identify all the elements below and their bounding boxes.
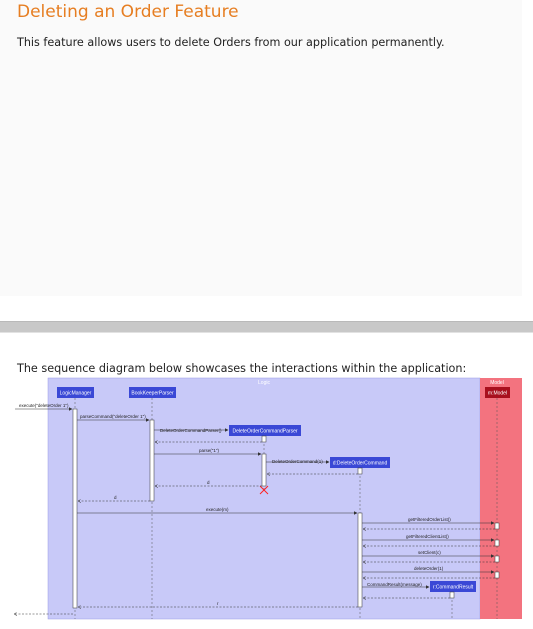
activation-book-keeper-parser xyxy=(149,419,155,502)
logic-frame xyxy=(47,377,481,620)
logic-frame-label: Logic xyxy=(258,380,270,386)
feature-description: This feature allows users to delete Orde… xyxy=(17,36,445,49)
message-get-filtered-client-list-label: getFilteredClientList() xyxy=(406,534,449,539)
participant-command-result-box xyxy=(430,581,476,592)
sequence-intro-text: The sequence diagram below showcases the… xyxy=(17,362,467,375)
section-divider xyxy=(0,321,533,333)
message-return-d-1-label: d xyxy=(207,480,210,485)
activation-logic-manager xyxy=(72,408,78,609)
activation-command-result xyxy=(449,591,455,599)
message-parse-command-label: parseCommand("deleteOrder 1") xyxy=(80,414,146,419)
message-execute-m-label: execute(m) xyxy=(206,507,229,512)
message-create-command-label: DeleteOrderCommand(1) xyxy=(272,459,323,464)
content-panel-top xyxy=(0,0,522,296)
participant-delete-order-command-parser-label: DeleteOrderCommandParser xyxy=(232,429,297,435)
model-frame xyxy=(480,378,522,619)
participant-logic-manager-label: LogicManager xyxy=(60,391,92,397)
participant-model-box xyxy=(485,387,510,398)
participant-command-result-label: r:CommandResult xyxy=(433,585,474,591)
model-frame-label: Model xyxy=(490,380,504,386)
activation-delete-order-command-parser xyxy=(261,435,267,443)
participant-logic-manager-box xyxy=(57,387,94,398)
activation-delete-order-command-execute xyxy=(357,512,363,608)
participant-model-label: m:Model xyxy=(488,391,507,397)
page-title: Deleting an Order Feature xyxy=(17,2,239,22)
message-get-filtered-order-list-label: getFilteredOrderList() xyxy=(408,517,451,522)
message-parse-label: parse("1") xyxy=(199,448,219,453)
participant-delete-order-command-box xyxy=(330,457,390,468)
activation-model-4 xyxy=(494,571,500,579)
participant-book-keeper-parser-box xyxy=(129,387,176,398)
activation-model-3 xyxy=(494,555,500,563)
message-set-client-label: setClient(c) xyxy=(418,550,441,555)
message-create-result-label: CommandResult(message) xyxy=(367,582,422,587)
participant-delete-order-command-parser-box xyxy=(229,425,301,436)
message-create-parser-label: DeleteOrderCommandParser() xyxy=(160,428,222,433)
message-return-d-2-label: d xyxy=(114,495,117,500)
activation-model-1 xyxy=(494,522,500,530)
message-delete-order-label: deleteOrder(1) xyxy=(414,566,444,571)
activation-model-2 xyxy=(494,539,500,547)
destroy-marker xyxy=(259,485,269,495)
activation-delete-order-command xyxy=(357,467,363,475)
activation-delete-order-command-parser-parse xyxy=(261,453,267,487)
participant-delete-order-command-label: d:DeleteOrderCommand xyxy=(333,461,388,467)
message-return-r-label: r xyxy=(217,601,219,606)
participant-book-keeper-parser-label: BookKeeperParser xyxy=(131,391,174,397)
message-execute-label: execute("deleteOrder 1") xyxy=(19,403,69,408)
